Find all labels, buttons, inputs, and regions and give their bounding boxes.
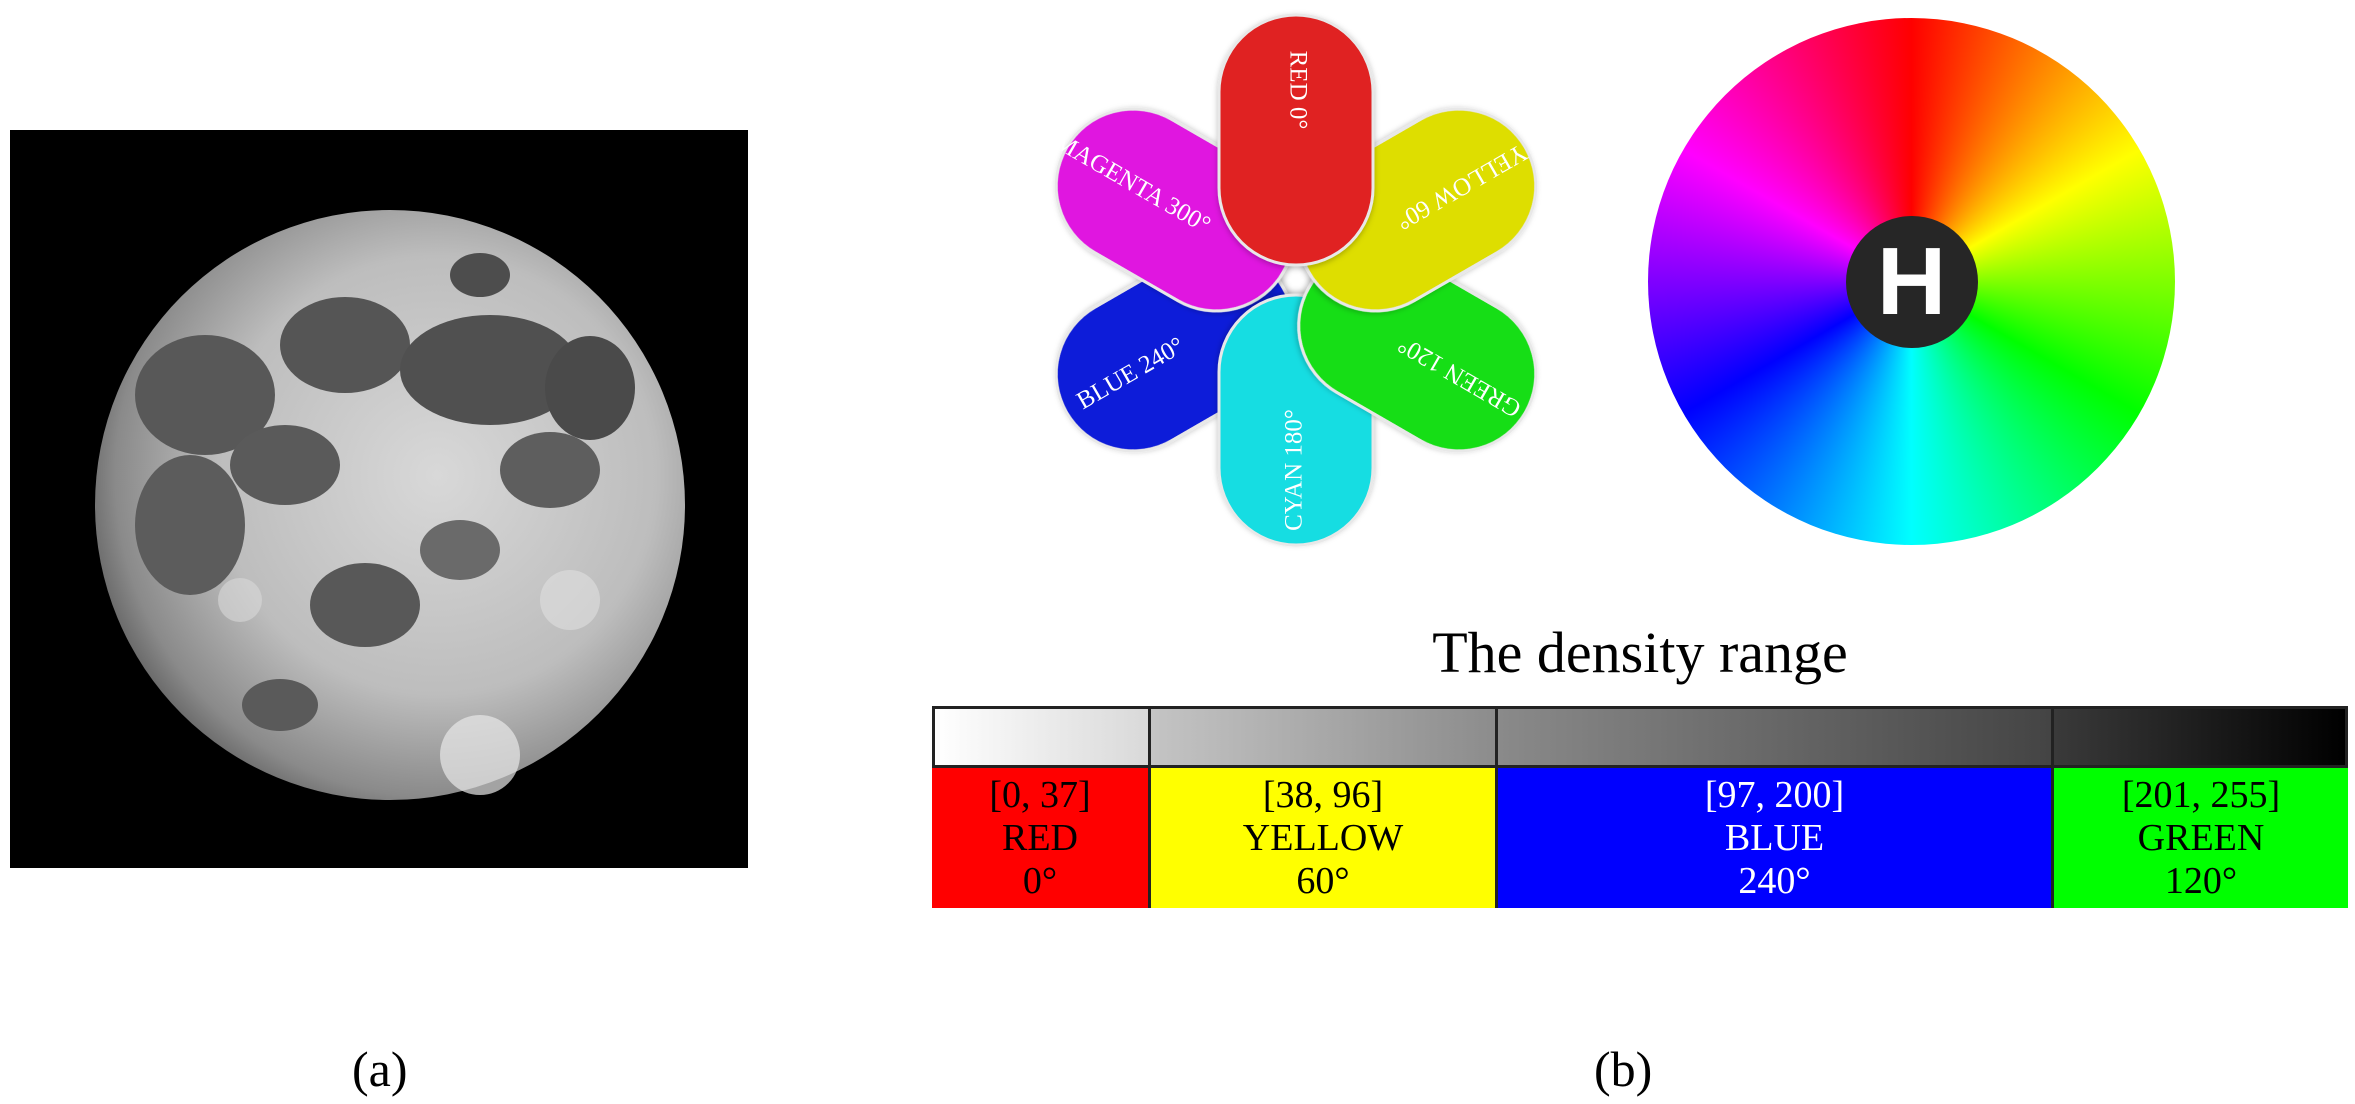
density-gradient-strip bbox=[932, 706, 2348, 768]
hue-petal-flower: BLUE 240° MAGENTA 300° CYAN 180° GREEN 1… bbox=[1030, 0, 1590, 560]
class-range: [201, 255] bbox=[2121, 773, 2281, 816]
class-box-red: [0, 37] RED 0° bbox=[932, 768, 1151, 908]
class-box-green: [201, 255] GREEN 120° bbox=[2054, 768, 2348, 908]
density-range-title: The density range bbox=[1432, 620, 1848, 685]
moon-image bbox=[10, 130, 748, 868]
class-name: YELLOW bbox=[1242, 816, 1404, 859]
petal-red: RED 0° bbox=[1217, 13, 1375, 267]
class-box-blue: [97, 200] BLUE 240° bbox=[1498, 768, 2054, 908]
class-angle: 120° bbox=[2164, 859, 2238, 902]
density-class-boxes: [0, 37] RED 0° [38, 96] YELLOW 60° [97, … bbox=[932, 768, 2348, 908]
gradient-segment-3 bbox=[1498, 709, 2054, 765]
gradient-segment-1 bbox=[935, 709, 1151, 765]
class-range: [38, 96] bbox=[1262, 773, 1384, 816]
class-angle: 240° bbox=[1738, 859, 1811, 902]
class-range: [0, 37] bbox=[989, 773, 1091, 816]
hue-letter: H bbox=[1876, 227, 1947, 335]
class-angle: 60° bbox=[1296, 859, 1350, 902]
class-angle: 0° bbox=[1022, 859, 1058, 902]
hue-center-badge: H bbox=[1845, 215, 1978, 348]
class-box-yellow: [38, 96] YELLOW 60° bbox=[1151, 768, 1498, 908]
gradient-segment-4 bbox=[2054, 709, 2345, 765]
petal-red-label: RED 0° bbox=[1284, 51, 1311, 130]
hue-color-wheel: H bbox=[1648, 18, 2175, 545]
class-name: GREEN bbox=[2137, 816, 2265, 859]
gradient-segment-2 bbox=[1151, 709, 1498, 765]
class-name: RED bbox=[1002, 816, 1078, 859]
caption-b: (b) bbox=[1594, 1041, 1653, 1097]
caption-a: (a) bbox=[352, 1041, 408, 1097]
class-name: BLUE bbox=[1724, 816, 1825, 859]
petal-red-shape bbox=[1217, 13, 1375, 267]
class-range: [97, 200] bbox=[1704, 773, 1845, 816]
petal-cyan-label: CYAN 180° bbox=[1281, 409, 1308, 531]
